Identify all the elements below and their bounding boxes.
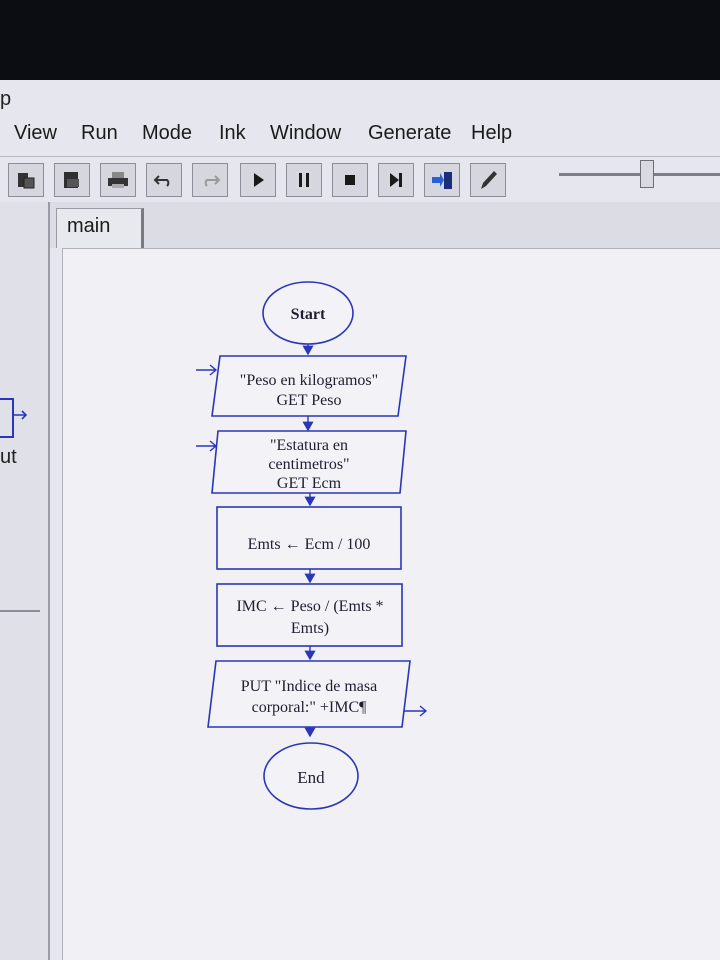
panel-divider	[0, 610, 40, 612]
server-icon	[432, 172, 452, 189]
redo-icon	[204, 175, 221, 187]
output-imc-line1: PUT "Indice de masa	[241, 678, 377, 695]
menu-ink[interactable]: Ink	[219, 122, 246, 144]
assign-imc-line2: Emts)	[291, 620, 329, 637]
menu-help[interactable]: Help	[471, 122, 513, 144]
tab-bar: main	[50, 202, 720, 248]
menu-bar: View Run Mode Ink Window Generate Help	[0, 118, 720, 152]
flowchart: Start "Peso en kilogramos" GET Peso "Est…	[196, 281, 428, 810]
copy-button[interactable]	[54, 163, 90, 197]
menu-generate[interactable]: Generate	[368, 122, 452, 144]
input-peso[interactable]: "Peso en kilogramos" GET Peso	[196, 355, 407, 417]
print-button[interactable]	[100, 163, 136, 197]
input-arrow-icon	[196, 440, 218, 452]
output-imc[interactable]: PUT "Indice de masa corporal:" +IMC¶	[207, 660, 428, 728]
undo-button[interactable]	[146, 163, 182, 197]
output-arrow-icon	[404, 705, 428, 717]
stop-button[interactable]	[332, 163, 368, 197]
paste-button[interactable]	[8, 163, 44, 197]
printer-icon	[108, 172, 128, 188]
input-estatura-prompt-line1: "Estatura en	[270, 437, 348, 454]
ink-pen-button[interactable]	[470, 163, 506, 197]
end-terminal[interactable]: End	[263, 742, 359, 810]
symbols-panel: ut	[0, 202, 50, 960]
pause-icon	[299, 173, 309, 187]
stop-icon	[345, 175, 355, 185]
monitor-bezel	[0, 0, 720, 80]
input-estatura-prompt-line2: centimetros"	[268, 456, 349, 473]
arrow-right-icon	[14, 410, 28, 420]
input-estatura[interactable]: "Estatura en centimetros" GET Ecm	[196, 430, 407, 494]
input-estatura-get: GET Ecm	[277, 475, 342, 492]
play-icon	[254, 173, 264, 187]
run-button[interactable]	[240, 163, 276, 197]
undo-icon	[153, 175, 170, 187]
menu-window[interactable]: Window	[270, 122, 342, 144]
start-label: Start	[291, 306, 326, 323]
speed-slider-thumb[interactable]	[639, 160, 654, 188]
assign-emts[interactable]: Emts ← Ecm / 100	[216, 506, 402, 570]
menu-run[interactable]: Run	[81, 122, 118, 144]
speed-slider-track	[559, 173, 720, 176]
test-server-button[interactable]	[424, 163, 460, 197]
copy-icon	[64, 172, 79, 188]
step-button[interactable]	[378, 163, 414, 197]
menu-mode[interactable]: Mode	[142, 122, 193, 144]
input-peso-get: GET Peso	[276, 392, 341, 409]
assign-emts-text: Emts ← Ecm / 100	[248, 536, 371, 553]
menu-view[interactable]: View	[14, 122, 57, 144]
paste-icon	[18, 173, 35, 189]
end-label: End	[297, 768, 325, 787]
input-peso-prompt: "Peso en kilogramos"	[240, 372, 378, 389]
pause-button[interactable]	[286, 163, 322, 197]
tab-main[interactable]: main	[56, 208, 144, 248]
start-terminal[interactable]: Start	[262, 281, 354, 345]
pen-icon	[481, 171, 497, 189]
step-icon	[390, 173, 402, 187]
speed-slider[interactable]	[555, 156, 720, 196]
assign-imc[interactable]: IMC ← Peso / (Emts * Emts)	[216, 583, 403, 647]
assign-imc-line1: IMC ← Peso / (Emts *	[236, 598, 383, 615]
toolbar	[0, 156, 720, 202]
window-title-fragment: p	[0, 88, 12, 110]
output-imc-line2: corporal:" +IMC¶	[252, 699, 368, 716]
output-symbol-label: ut	[0, 446, 17, 468]
input-arrow-icon	[196, 364, 218, 376]
redo-button[interactable]	[192, 163, 228, 197]
output-symbol-fragment[interactable]	[0, 398, 14, 438]
raptor-window: p View Run Mode Ink Window Generate Help	[0, 80, 720, 960]
